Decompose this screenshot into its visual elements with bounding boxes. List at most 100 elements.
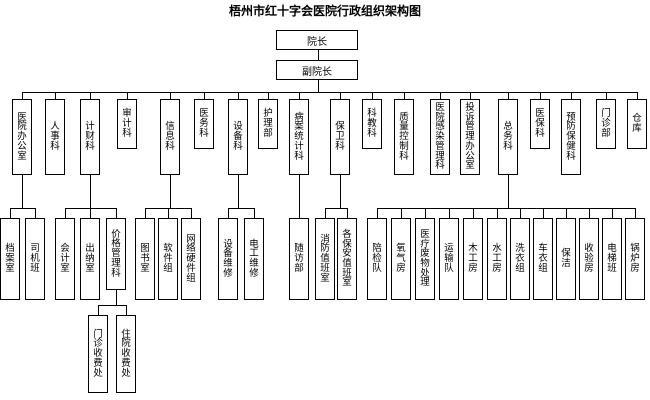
sub-unit-box: 木工房	[463, 218, 483, 300]
connector-line	[606, 92, 607, 99]
connector-line	[268, 92, 269, 99]
dept-box: 质量控制科	[394, 99, 414, 175]
dept-box: 病案统计科	[289, 99, 309, 175]
sub-unit-box: 运输队	[439, 218, 459, 300]
sub-unit-box: 出纳室	[80, 218, 100, 300]
connector-line	[470, 92, 471, 99]
connector-line	[90, 208, 91, 218]
dept-box: 预防保健科	[561, 99, 581, 175]
sub-unit-box: 各保安值班室	[337, 218, 357, 300]
sub-unit-box: 价格管理科	[106, 218, 126, 290]
connector-line	[170, 175, 171, 208]
dept-box: 科教科	[362, 99, 382, 149]
connector-line	[238, 92, 239, 99]
connector-line	[612, 208, 613, 218]
connector-line	[401, 208, 402, 218]
sub-unit-box: 电梯班	[602, 218, 622, 300]
connector-line	[377, 208, 378, 218]
connector-line	[65, 208, 66, 218]
connector-line	[55, 92, 56, 99]
connector-line	[238, 175, 239, 208]
connector-line	[347, 208, 348, 218]
sub-unit-box: 医疗废物处理	[415, 218, 435, 300]
sub-unit-box: 保洁	[556, 218, 576, 300]
sub-unit-box: 陪检队	[367, 218, 387, 300]
connector-line	[145, 208, 146, 218]
connector-line	[254, 208, 255, 218]
connector-line	[508, 92, 509, 99]
connector-line	[168, 208, 169, 218]
connector-line	[571, 92, 572, 99]
connector-line	[520, 208, 521, 218]
connector-line	[228, 208, 229, 218]
sub-unit-box: 消防值班室	[315, 218, 335, 300]
connector-line	[35, 208, 36, 218]
connector-line	[170, 92, 171, 99]
president-box: 院长	[276, 30, 358, 50]
vice-president-box: 副院长	[276, 60, 358, 80]
dept-box: 仓库	[627, 99, 647, 149]
sub-unit-box: 图书室	[135, 218, 155, 300]
connector-line	[637, 92, 638, 99]
dept-box: 医保科	[530, 99, 550, 149]
connector-line	[22, 175, 23, 208]
connector-line	[404, 92, 405, 99]
connector-line	[566, 208, 567, 218]
sub-unit-box: 档案室	[0, 218, 20, 300]
sub-unit-box: 氧气房	[391, 218, 411, 300]
sub-unit-box: 司机班	[25, 218, 45, 300]
connector-line	[126, 305, 127, 315]
connector-line	[98, 305, 126, 306]
dept-box: 人事科	[45, 99, 65, 175]
connector-line	[22, 92, 637, 93]
dept-box: 医院办公室	[12, 99, 32, 175]
connector-line	[340, 175, 341, 208]
sub-unit-box: 随访部	[289, 218, 309, 300]
connector-line	[540, 92, 541, 99]
connector-line	[228, 208, 254, 209]
connector-line	[589, 208, 590, 218]
connector-line	[635, 208, 636, 218]
connector-line	[204, 92, 205, 99]
dept-box: 设备科	[228, 99, 248, 175]
sub-unit-box: 收验房	[579, 218, 599, 300]
connector-line	[325, 208, 326, 218]
sub-unit-box: 网络硬件组	[181, 218, 201, 300]
connector-line	[425, 208, 426, 218]
dept-box: 信息科	[160, 99, 180, 175]
dept-box: 护理部	[258, 99, 278, 149]
connector-line	[98, 305, 99, 315]
sub-unit-box: 车衣组	[533, 218, 553, 300]
connector-line	[116, 208, 117, 218]
sub-unit-box: 水工房	[487, 218, 507, 300]
connector-line	[372, 92, 373, 99]
connector-line	[340, 92, 341, 99]
connector-line	[318, 80, 319, 92]
connector-line	[116, 290, 117, 305]
sub-unit-box: 洗衣组	[510, 218, 530, 300]
dept-box: 医务科	[194, 99, 214, 149]
dept-box: 医院感染管理科	[430, 99, 450, 175]
chart-title: 梧州市红十字会医院行政组织架构图	[228, 4, 421, 18]
connector-line	[127, 92, 128, 99]
connector-line	[497, 208, 498, 218]
sub-unit-box: 会计室	[55, 218, 75, 300]
sub-unit-box: 软件组	[158, 218, 178, 300]
dept-box: 总务科	[498, 99, 518, 175]
sub-unit-box: 设备维修	[218, 218, 238, 300]
connector-line	[90, 92, 91, 99]
connector-line	[318, 50, 319, 60]
connector-line	[508, 175, 509, 208]
connector-line	[543, 208, 544, 218]
connector-line	[325, 208, 347, 209]
connector-line	[299, 208, 300, 218]
cashier-office-box: 门诊收费处	[88, 315, 108, 393]
connector-line	[377, 208, 635, 209]
connector-line	[10, 208, 11, 218]
dept-box: 保卫科	[330, 99, 350, 175]
connector-line	[440, 92, 441, 99]
dept-box: 投诉管理办公室	[460, 99, 480, 175]
dept-box: 审计科	[117, 99, 137, 149]
dept-box: 门诊部	[596, 99, 616, 149]
